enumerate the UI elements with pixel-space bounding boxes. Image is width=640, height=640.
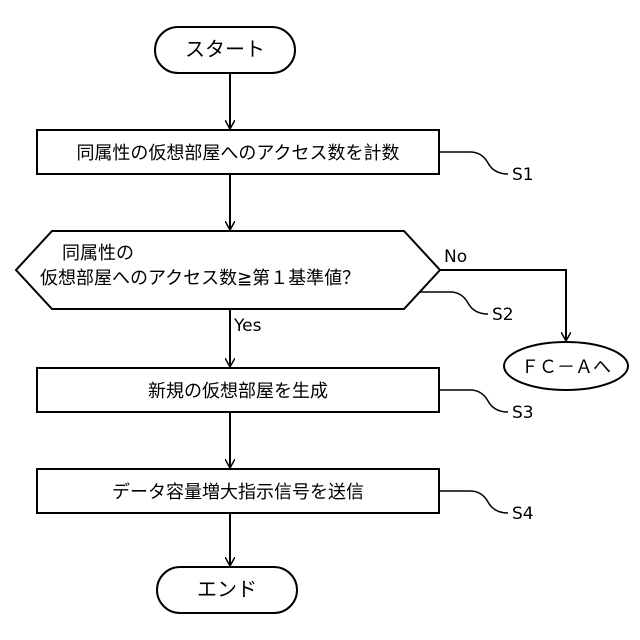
start-label: スタート — [185, 37, 265, 61]
leader-s2 — [420, 292, 488, 314]
process-text-s1: 同属性の仮想部屋へのアクセス数を計数 — [76, 143, 399, 164]
process-text-s3: 新規の仮想部屋を生成 — [148, 381, 328, 402]
no-label: No — [444, 247, 467, 267]
ref-label-s1: S1 — [512, 165, 534, 185]
ref-label-s4: S4 — [512, 504, 534, 524]
leader-s4 — [439, 491, 508, 513]
leader-s1 — [439, 152, 508, 174]
process-text-s4: データ容量増大指示信号を送信 — [112, 482, 364, 503]
yes-label: Yes — [233, 316, 262, 336]
connector-label: ＦＣ－Ａへ — [521, 357, 611, 378]
decision-text-s2-line1: 同属性の — [62, 243, 134, 264]
leader-s3 — [439, 390, 508, 412]
ref-label-s3: S3 — [512, 403, 534, 423]
end-label: エンド — [197, 577, 257, 601]
decision-text-s2-line2: 仮想部屋へのアクセス数≧第１基準値？ — [40, 268, 360, 289]
ref-label-s2: S2 — [492, 305, 514, 325]
